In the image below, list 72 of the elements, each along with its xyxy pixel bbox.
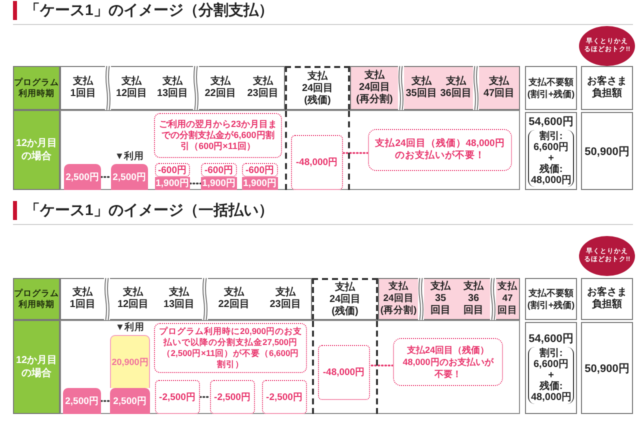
header-cell: お客さま負担額 <box>581 278 633 320</box>
leader-line <box>369 364 394 366</box>
discount-box: -2,500円 <box>262 380 307 414</box>
dotted-connector <box>100 400 111 402</box>
header-cell <box>424 278 490 320</box>
row-label-cell: 12か月目の場合 <box>13 110 60 190</box>
breakdown-text: 割引: 6,600円 + 残価: 48,000円 <box>528 346 574 404</box>
breakdown-text: 割引: 6,600円 + 残価: 48,000円 <box>528 130 574 186</box>
header-cell: 支払 47 回目 <box>496 278 520 320</box>
row-label-cell: 12か月目の場合 <box>13 320 60 414</box>
amount-text: 54,600円 <box>528 116 574 128</box>
header-cell: プログラム利用時期 <box>13 66 60 110</box>
column-label: 支払 23回目 <box>246 76 280 100</box>
header-cell <box>208 278 312 320</box>
dotted-connector <box>100 176 112 178</box>
payment-block: 2,500円 <box>111 164 148 190</box>
payment-block: 1,900円 <box>201 177 237 190</box>
amount-box <box>525 322 577 414</box>
discount-box: -2,500円 <box>210 380 255 414</box>
column-label: 支払 36回目 <box>440 76 472 100</box>
column-label: 支払 23回目 <box>268 287 302 311</box>
dotted-connector <box>189 182 202 184</box>
header-cell <box>199 66 285 110</box>
column-label: 支払 13回目 <box>156 76 190 100</box>
header-cell: 支払 1回目 <box>60 66 105 110</box>
speech-bubble: 支払24回目（残価）48,000円のお支払いが不要！ <box>368 129 512 171</box>
discount-box: -600円 <box>201 163 237 177</box>
usage-marker: ▼利用 <box>114 150 146 163</box>
header-cell: プログラム利用時期 <box>13 278 60 320</box>
discount-box: -2,500円 <box>155 380 200 414</box>
callout-box: ご利用の翌月から23か月目までの分割支払金が6,600円割引（600円×11回） <box>154 113 282 158</box>
header-cell: 支払 24回目 (再分割) <box>378 278 418 320</box>
amount-box: 50,900円 <box>581 322 633 414</box>
payment-block: 2,500円 <box>63 388 101 414</box>
header-cell: 支払 24回目 (残価) <box>312 278 378 320</box>
section-heading: 「ケース1」のイメージ（一括払い） <box>13 201 274 220</box>
header-cell <box>404 66 473 110</box>
amount-box <box>525 112 577 190</box>
payment-block: 2,500円 <box>110 388 150 414</box>
header-cell: 支払 47回目 <box>479 66 520 110</box>
amount-text: 54,600円 <box>528 332 574 344</box>
discount-box: -600円 <box>242 163 278 177</box>
section-heading: 「ケース1」のイメージ（分割支払） <box>13 1 274 20</box>
payment-block: 1,900円 <box>155 177 190 190</box>
column-label: 支払 13回目 <box>162 287 196 311</box>
payment-block: 20,900円 <box>110 335 150 388</box>
payment-block: 2,500円 <box>64 164 101 190</box>
column-label: 支払 36 回目 <box>462 281 485 317</box>
discount-box: -48,000円 <box>291 135 343 190</box>
header-cell: 支払不要額 (割引+残価) <box>525 66 577 110</box>
payment-block: 1,900円 <box>242 177 278 190</box>
column-label: 支払 12回目 <box>116 287 150 311</box>
header-cell: 支払 24回目 (残価) <box>285 66 350 110</box>
usage-marker: ▼利用 <box>114 321 146 334</box>
column-label: 支払 35回目 <box>406 76 437 100</box>
leader-line <box>342 152 369 154</box>
amount-box: 50,900円 <box>581 112 633 190</box>
column-label: 支払 22回目 <box>217 287 250 311</box>
header-cell: 支払 1回目 <box>60 278 104 320</box>
header-cell: お客さま負担額 <box>581 66 633 110</box>
discount-box: -600円 <box>155 163 190 177</box>
header-cell <box>110 278 202 320</box>
dotted-connector <box>199 396 211 398</box>
column-label: 支払 12回目 <box>114 76 148 100</box>
discount-box: -48,000円 <box>318 345 370 400</box>
callout-box: プログラム利用時に20,900円のお支払いで以降の分割支払金27,500円（2,500円×11回）が不要（6,600円割引） <box>154 323 307 373</box>
header-cell: 支払不要額 (割引+残価) <box>525 278 577 320</box>
column-label: 支払 22回目 <box>204 76 237 100</box>
speech-bubble: 支払24回目（残価）48,000円のお支払いが不要！ <box>393 338 503 386</box>
column-label: 支払 35 回目 <box>430 281 452 317</box>
header-cell <box>111 66 193 110</box>
header-cell: 支払 24回目 (再分割) <box>350 66 398 110</box>
